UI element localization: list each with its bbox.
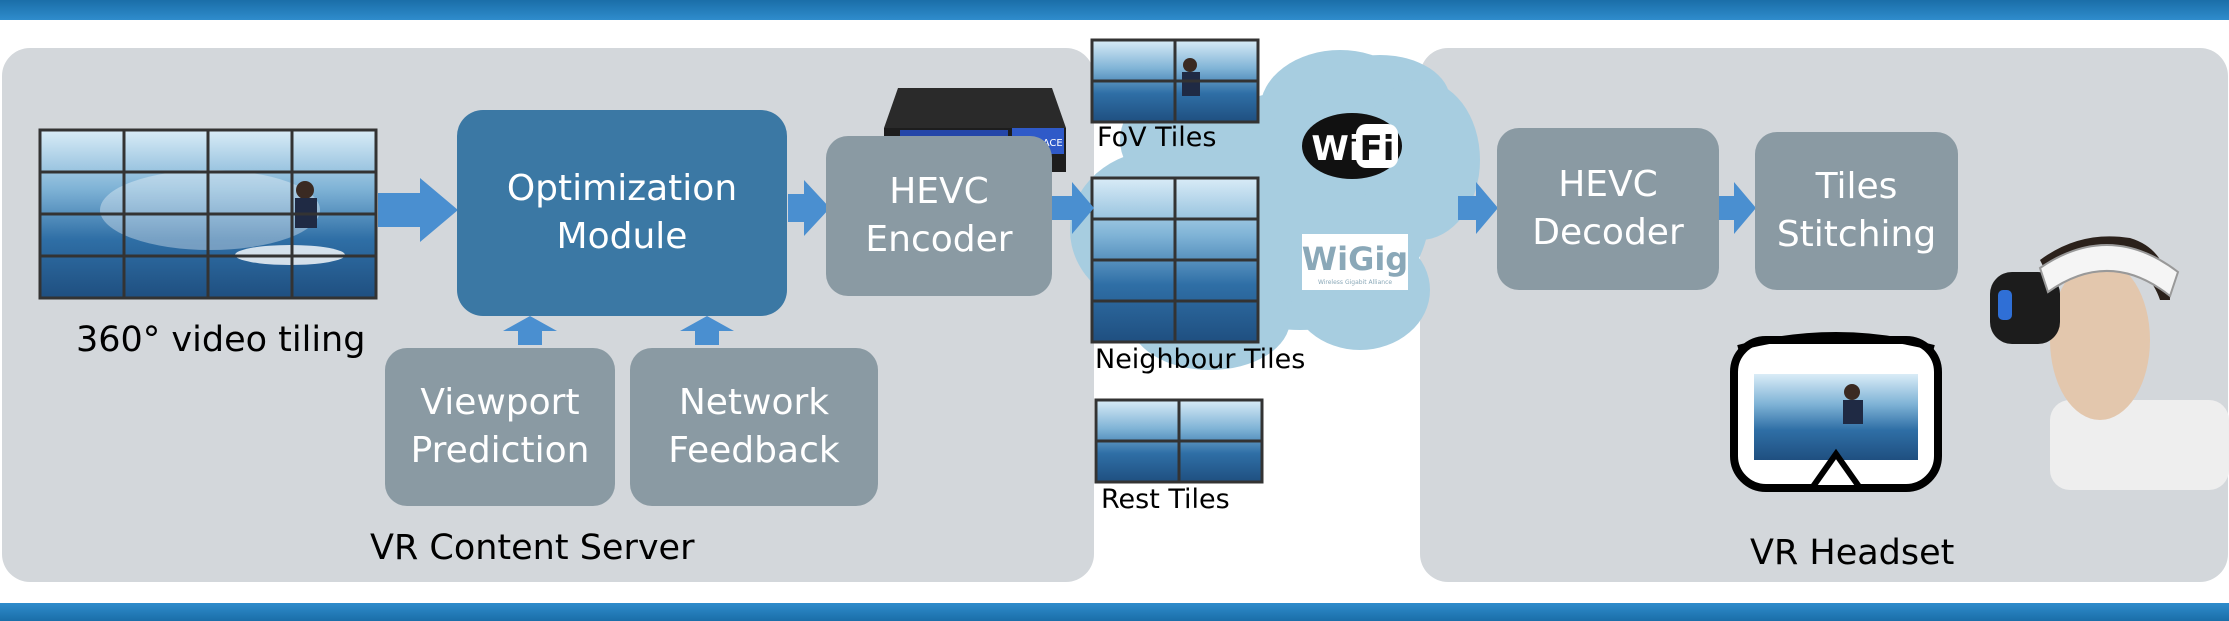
svg-text:WiGig: WiGig: [1302, 240, 1408, 278]
network-line-2: Feedback: [668, 430, 840, 471]
viewport-line-2: Prediction: [410, 430, 590, 471]
arrow-encoder-to-cloud: [1052, 182, 1094, 234]
svg-text:Wi: Wi: [1311, 129, 1360, 169]
network-line-1: Network: [678, 382, 830, 423]
encoder-line-2: Encoder: [865, 219, 1013, 260]
arrow-network-to-optimization: [680, 316, 734, 345]
top-band: [0, 0, 2229, 20]
neighbour-tiles-label: Neighbour Tiles: [1095, 344, 1306, 375]
panorama-360-image: [38, 128, 378, 300]
flow-arrows: [378, 178, 1756, 345]
svg-text:Fi: Fi: [1360, 129, 1395, 169]
optimization-line-1: Optimization: [506, 168, 738, 209]
vr-goggles-icon: [1730, 332, 1942, 492]
rest-tiles-image: [1094, 398, 1264, 484]
fov-tiles-image: [1090, 38, 1260, 124]
viewport-line-1: Viewport: [420, 382, 580, 423]
rest-tiles-label: Rest Tiles: [1101, 484, 1230, 515]
svg-text:Wireless Gigabit Alliance: Wireless Gigabit Alliance: [1318, 279, 1392, 286]
neighbour-tiles-image: [1090, 176, 1260, 344]
encoder-line-1: HEVC: [889, 171, 989, 212]
arrow-optimization-to-encoder: [788, 180, 830, 236]
arrow-cloud-to-decoder: [1458, 182, 1498, 234]
tiling-label: 360° video tiling: [76, 320, 366, 360]
hevc-encoder-box: HEVC Encoder: [826, 136, 1052, 296]
decoder-line-2: Decoder: [1532, 212, 1684, 253]
fov-tiles-label: FoV Tiles: [1097, 122, 1217, 153]
arrow-viewport-to-optimization: [503, 316, 557, 345]
bottom-band: [0, 603, 2229, 621]
arrow-tiling-to-optimization: [378, 178, 458, 242]
person-with-headset-image: [1990, 236, 2229, 490]
wigig-logo: WiGig Wireless Gigabit Alliance: [1302, 234, 1408, 290]
server-title: VR Content Server: [370, 528, 695, 568]
wifi-logo: Wi Fi: [1302, 113, 1402, 179]
stitching-line-1: Tiles: [1815, 166, 1898, 207]
stitching-line-2: Stitching: [1776, 214, 1937, 255]
hevc-decoder-box: HEVC Decoder: [1497, 128, 1719, 290]
headset-title: VR Headset: [1750, 533, 1955, 573]
arrow-decoder-to-stitching: [1718, 182, 1756, 234]
decoder-line-1: HEVC: [1558, 164, 1658, 205]
optimization-line-2: Module: [556, 216, 688, 257]
